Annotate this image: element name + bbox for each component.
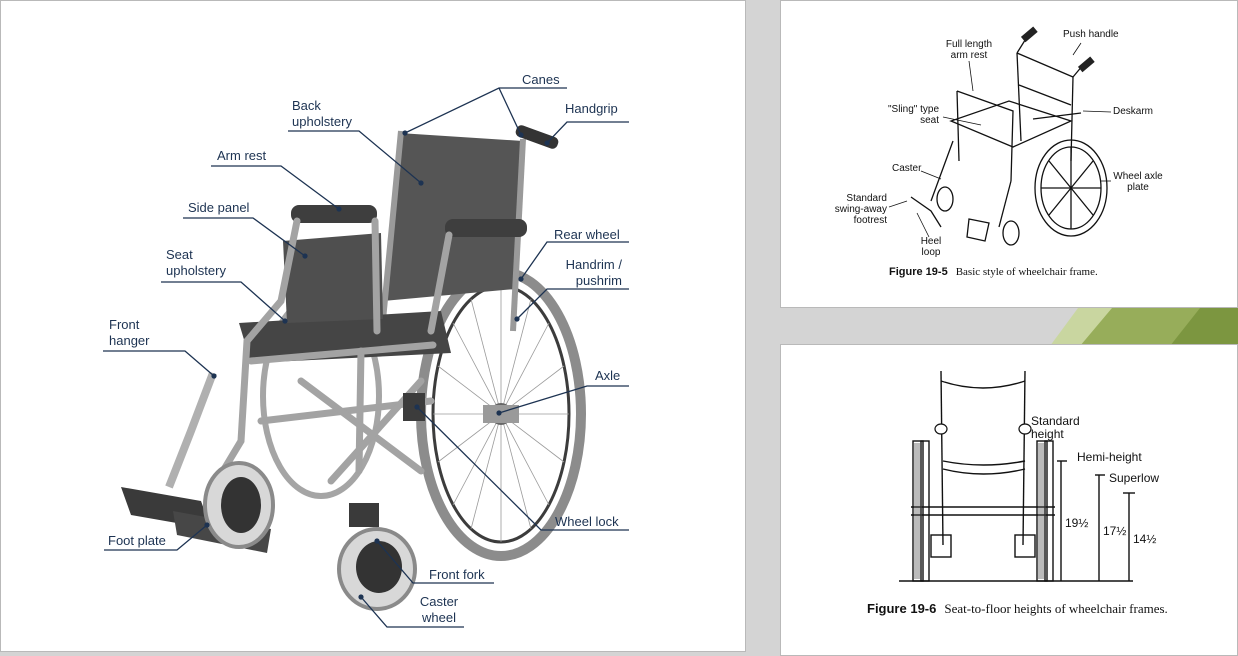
fig6-height-superlow: 14½ (1133, 532, 1157, 546)
figure-19-5-panel: Full length arm rest Push handle "Sling"… (780, 0, 1238, 308)
label-front-fork: Front fork (429, 567, 485, 582)
figure-19-5-number: Figure 19-5 (889, 266, 948, 278)
label-caster-wheel-line2: wheel (422, 610, 456, 625)
label-canes: Canes (522, 72, 560, 87)
fig6-label-standard-line2: height (1031, 427, 1064, 441)
label-front-hanger-line1: Front (109, 317, 140, 332)
fig5-label-standard-line3: footrest (853, 215, 887, 226)
leader-lines (103, 87, 629, 628)
fig5-label-wheel-axle-line2: plate (1127, 182, 1149, 193)
fig5-label-standard-line2: swing-away (834, 204, 887, 215)
decorative-green-shapes (1050, 308, 1238, 346)
label-axle: Axle (595, 368, 621, 383)
label-handrim-line1: Handrim / (565, 257, 622, 272)
fig5-label-heel-line1: Heel (920, 236, 942, 247)
fig5-label-full-length-line1: Full length (945, 39, 993, 50)
fig6-height-hemi: 17½ (1103, 524, 1127, 538)
figure-19-6-text: Seat-to-floor heights of wheelchair fram… (944, 601, 1168, 616)
fig6-label-standard-line1: Standard (1031, 414, 1080, 428)
fig5-label-push-handle: Push handle (1063, 29, 1119, 40)
label-foot-plate: Foot plate (108, 533, 166, 548)
fig5-label-full-length-line2: arm rest (950, 50, 988, 61)
label-side-panel: Side panel (188, 200, 250, 215)
label-rear-wheel: Rear wheel (554, 227, 620, 242)
fig5-label-sling-line1: "Sling" type (887, 104, 939, 115)
label-front-hanger-line2: hanger (109, 333, 150, 348)
label-handrim-line2: pushrim (575, 273, 622, 288)
figure-19-6-panel: Standard height Hemi-height Superlow 19½… (780, 344, 1238, 656)
label-seat-upholstery-line1: Seat (166, 247, 193, 262)
figure-19-5-text: Basic style of wheelchair frame. (955, 266, 1098, 278)
figure-19-5-caption: Figure 19-5 Basic style of wheelchair fra… (889, 266, 1098, 278)
fig5-label-standard-line1: Standard (846, 193, 887, 204)
label-caster-wheel-line1: Caster (419, 594, 459, 609)
fig5-label-caster: Caster (892, 163, 922, 174)
fig6-height-standard: 19½ (1065, 516, 1089, 530)
fig6-label-superlow: Superlow (1109, 471, 1160, 485)
figure-19-5-line-drawing (888, 26, 1112, 246)
wheelchair-parts-diagram: Canes Handgrip Back upholstery Arm rest … (0, 0, 746, 652)
wheel-lock-shape (403, 393, 425, 421)
figure-19-6-line-drawing (899, 370, 1135, 582)
caster-wheel-shape (203, 461, 417, 611)
fig5-label-sling-line2: seat (920, 115, 939, 126)
label-back-upholstery-line1: Back (292, 98, 321, 113)
fig5-label-heel-line2: loop (921, 247, 941, 258)
front-fork-shape (349, 503, 379, 527)
label-seat-upholstery-line2: upholstery (166, 263, 226, 278)
label-back-upholstery-line2: upholstery (292, 114, 352, 129)
label-arm-rest: Arm rest (217, 148, 267, 163)
label-handgrip: Handgrip (565, 101, 618, 116)
fig5-label-wheel-axle-line1: Wheel axle (1113, 171, 1163, 182)
fig5-label-deskarm: Deskarm (1113, 106, 1154, 117)
figure-19-6-number: Figure 19-6 (867, 601, 937, 616)
figure-19-6-caption: Figure 19-6 Seat-to-floor heights of whee… (867, 601, 1168, 617)
fig6-label-hemi-height: Hemi-height (1077, 450, 1142, 464)
label-wheel-lock: Wheel lock (555, 514, 619, 529)
wheelchair-illustration (103, 87, 629, 628)
arm-rest-shape (291, 205, 377, 223)
side-panel-shape (283, 233, 383, 323)
